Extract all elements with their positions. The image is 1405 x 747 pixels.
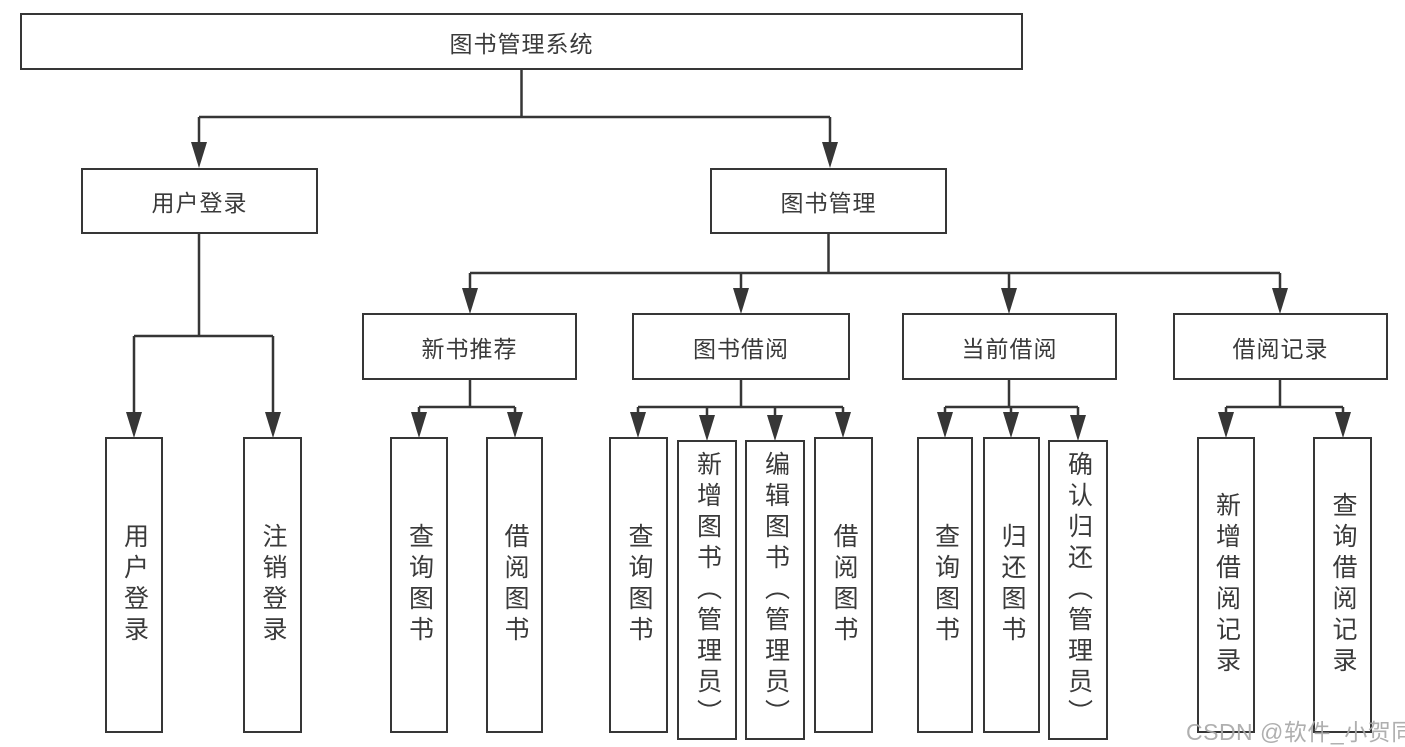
watermark: CSDN @软件_小贺同学 [1186, 719, 1405, 745]
arrowheads [126, 142, 1351, 441]
leaf-records-query-record: 查询借阅记录 [1313, 437, 1372, 733]
leaf-recommend-borrow-books: 借阅图书 [486, 437, 543, 733]
node-new-book-recommendation: 新书推荐 [362, 313, 577, 380]
leaf-borrowing-borrow-books: 借阅图书 [814, 437, 873, 733]
node-library-management-system: 图书管理系统 [20, 13, 1023, 70]
node-borrowing-records: 借阅记录 [1173, 313, 1388, 380]
leaf-user-login: 用户登录 [105, 437, 163, 733]
leaf-borrowing-edit-books-admin: 编辑图书（管理员） [745, 440, 805, 740]
leaf-logout: 注销登录 [243, 437, 302, 733]
node-book-management: 图书管理 [710, 168, 947, 234]
leaf-recommend-query-books: 查询图书 [390, 437, 448, 733]
leaf-borrowing-add-books-admin: 新增图书（管理员） [677, 440, 737, 740]
leaf-records-add-record: 新增借阅记录 [1197, 437, 1255, 733]
leaf-borrowing-query-books: 查询图书 [609, 437, 668, 733]
leaf-current-return-books: 归还图书 [983, 437, 1040, 733]
node-user-login: 用户登录 [81, 168, 318, 234]
leaf-current-query-books: 查询图书 [917, 437, 973, 733]
leaf-current-confirm-return-admin: 确认归还（管理员） [1048, 440, 1108, 740]
node-current-borrowing: 当前借阅 [902, 313, 1117, 380]
node-book-borrowing: 图书借阅 [632, 313, 850, 380]
